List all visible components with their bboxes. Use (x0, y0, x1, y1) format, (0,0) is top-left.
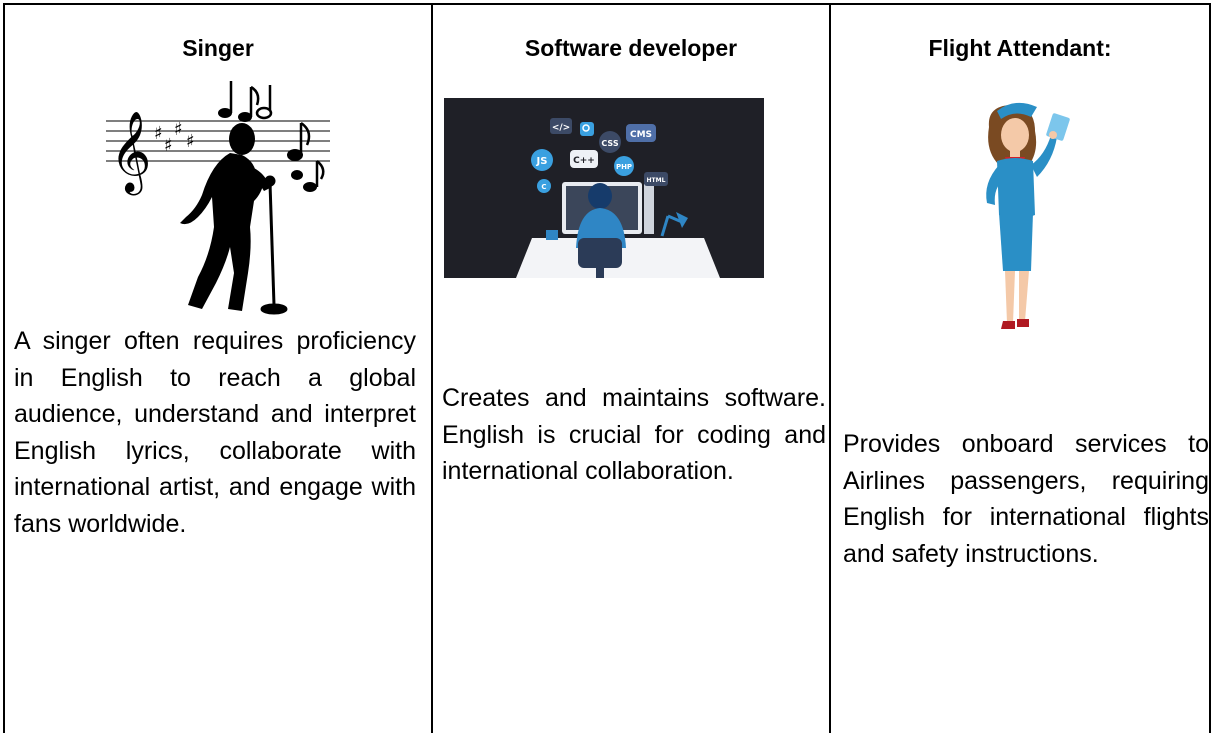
svg-text:♯: ♯ (154, 123, 163, 144)
svg-text:CMS: CMS (630, 130, 652, 140)
flight-attendant-column: Flight Attendant: (831, 5, 1209, 733)
developer-column: Software developer (433, 5, 831, 733)
svg-text:C: C (541, 183, 546, 191)
careers-table: Singer 𝄞 ♯ ♯ ♯ ♯ (3, 3, 1211, 733)
flight-attendant-description: Provides onboard services to Airlines pa… (843, 430, 1209, 568)
svg-text:PHP: PHP (616, 163, 632, 171)
svg-text:♯: ♯ (174, 119, 183, 140)
developer-heading: Software developer (524, 35, 738, 61)
svg-text:</>: </> (552, 123, 570, 133)
svg-text:C++: C++ (573, 156, 595, 166)
developer-at-computer-icon: </> CSS CMS JS C++ PHP HTML C (444, 98, 764, 278)
flight-attendant-icon (986, 102, 1070, 329)
svg-text:♯: ♯ (164, 135, 173, 156)
svg-text:CSS: CSS (601, 139, 618, 148)
singer-description: A singer often requires proficiency in E… (14, 327, 416, 538)
svg-text:HTML: HTML (647, 177, 666, 184)
developer-description: Creates and maintains software. English … (442, 384, 826, 485)
svg-text:♯: ♯ (186, 131, 195, 152)
singer-silhouette-icon: 𝄞 ♯ ♯ ♯ ♯ (106, 81, 330, 315)
singer-column: Singer 𝄞 ♯ ♯ ♯ ♯ (5, 5, 433, 733)
svg-text:𝄞: 𝄞 (110, 110, 151, 195)
flight-attendant-heading: Flight Attendant: (928, 35, 1112, 61)
svg-text:JS: JS (536, 156, 548, 167)
singer-heading: Singer (182, 35, 254, 61)
